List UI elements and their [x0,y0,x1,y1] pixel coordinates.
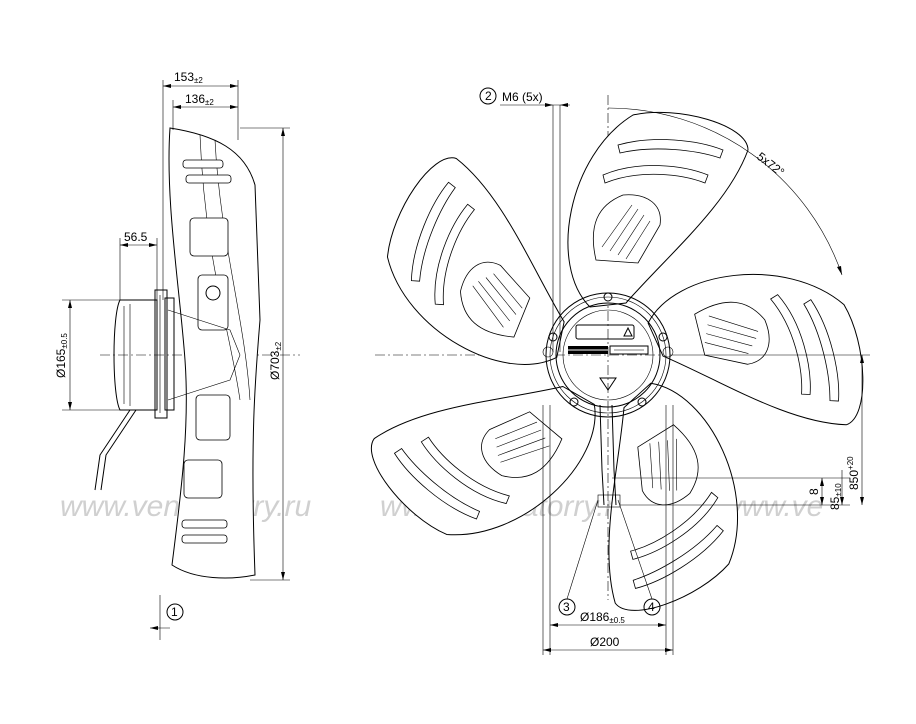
callout-2 [479,87,497,105]
svg-text:2: 2 [485,89,492,103]
dim-703: Ø703±2 [268,341,283,380]
callout-1 [166,603,184,621]
dim-85: 85±10 [828,483,843,510]
dim-153: 153±2 [174,70,203,85]
front-view [351,87,883,655]
warning-label [575,324,635,340]
dim-m6: M6 (5x) [502,90,543,104]
svg-text:3: 3 [563,600,570,614]
motor-body [113,299,158,411]
svg-text:4: 4 [648,600,655,614]
blade-edge [168,127,261,579]
side-view: 1 [62,80,300,640]
dim-angle: 5x72° [754,149,787,179]
rotor-cover [555,302,661,408]
rotation-arrow [599,377,617,391]
svg-text:1: 1 [171,605,178,619]
dim-850: 850+20 [846,456,861,490]
cable [599,404,617,506]
dim-136: 136±2 [185,92,214,107]
dim-8: 8 [807,488,821,495]
dim-56-5: 56.5 [124,230,148,244]
brand-plate [609,345,649,355]
dim-200: Ø200 [590,635,620,649]
dim-186: Ø186±0.5 [580,610,625,625]
dim-165: Ø165±0.5 [54,333,69,378]
angle-arc [607,107,843,276]
